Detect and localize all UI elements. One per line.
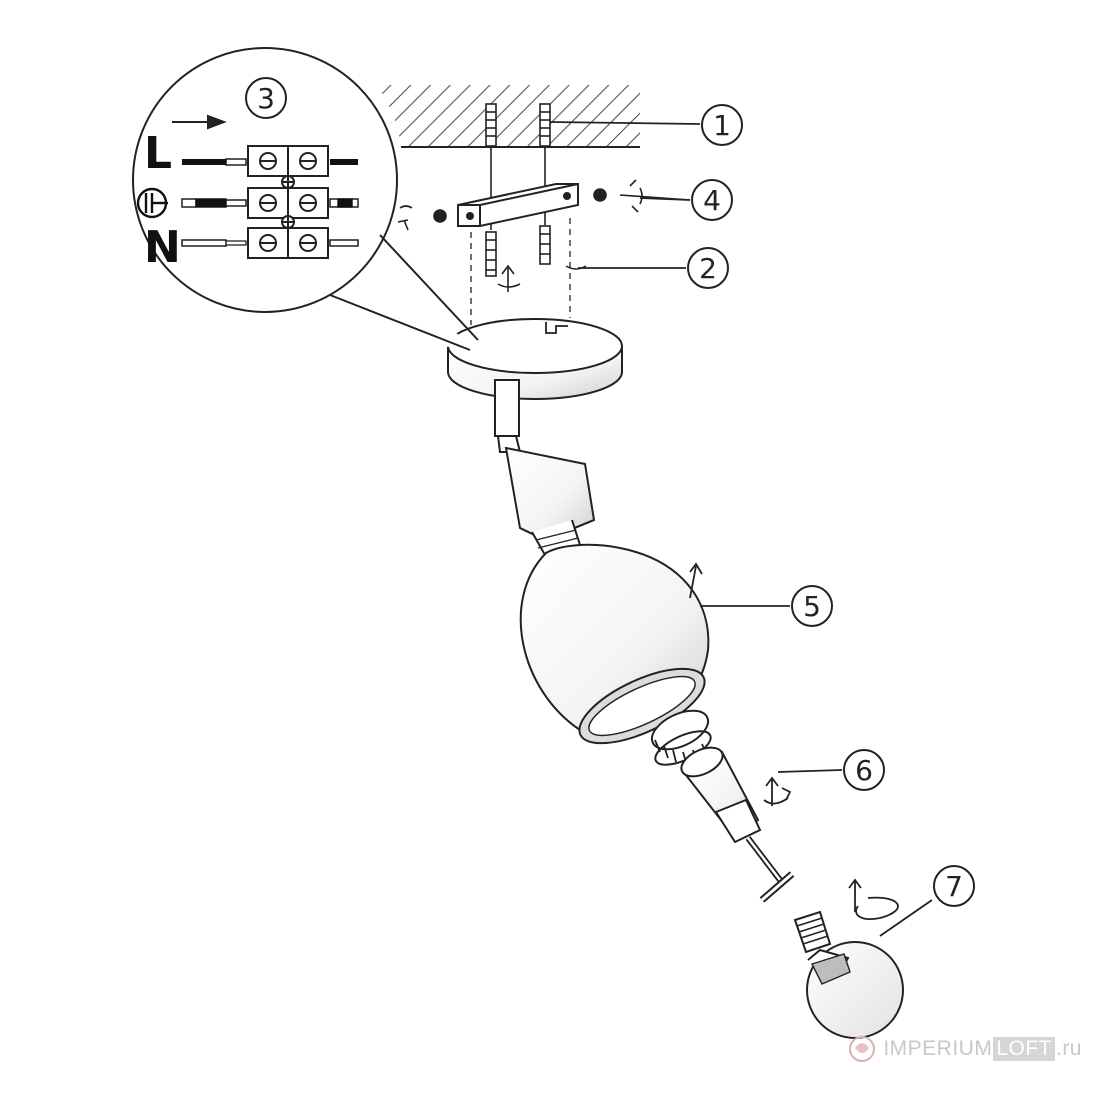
wire-label-neutral: N bbox=[144, 222, 181, 273]
svg-text:7: 7 bbox=[945, 870, 963, 903]
swivel-arm bbox=[494, 379, 596, 557]
svg-text:2: 2 bbox=[699, 252, 717, 285]
callout-6: 6 bbox=[843, 749, 885, 791]
svg-text:5: 5 bbox=[803, 590, 821, 623]
screw-rotation-arrows bbox=[497, 264, 587, 292]
callout-1: 1 bbox=[701, 104, 743, 146]
watermark-part1: IMPERIUM bbox=[883, 1037, 993, 1060]
svg-text:1: 1 bbox=[713, 109, 731, 142]
mounting-bracket bbox=[457, 183, 579, 227]
side-nut-right bbox=[593, 179, 691, 213]
light-bulb bbox=[793, 910, 904, 1039]
svg-text:6: 6 bbox=[855, 754, 873, 787]
earth-icon bbox=[136, 187, 168, 219]
side-nut-left bbox=[397, 205, 447, 231]
canopy bbox=[447, 318, 623, 400]
wire-label-live: L bbox=[144, 128, 172, 179]
watermark: IMPERIUM LOFT .ru bbox=[847, 1034, 1082, 1064]
callout-4: 4 bbox=[691, 179, 733, 221]
watermark-part3: .ru bbox=[1055, 1037, 1082, 1060]
bracket-screws bbox=[485, 225, 551, 277]
svg-text:4: 4 bbox=[703, 184, 721, 217]
terminal-block bbox=[247, 145, 329, 259]
callout-2: 2 bbox=[687, 247, 729, 289]
callout-3: 3 bbox=[245, 77, 287, 119]
lamp-shade bbox=[519, 543, 710, 745]
direction-arrow bbox=[172, 114, 227, 130]
svg-text:3: 3 bbox=[257, 82, 275, 115]
lion-logo-icon bbox=[849, 1036, 876, 1062]
lamp-holder bbox=[680, 746, 795, 903]
callout-leaders bbox=[549, 121, 933, 937]
wires bbox=[181, 158, 359, 247]
rotation-arrows bbox=[689, 562, 899, 920]
guide-lines bbox=[470, 218, 571, 325]
callout-7: 7 bbox=[933, 865, 975, 907]
ceiling bbox=[382, 85, 640, 148]
watermark-part2: LOFT bbox=[993, 1037, 1055, 1061]
callout-5: 5 bbox=[791, 585, 833, 627]
